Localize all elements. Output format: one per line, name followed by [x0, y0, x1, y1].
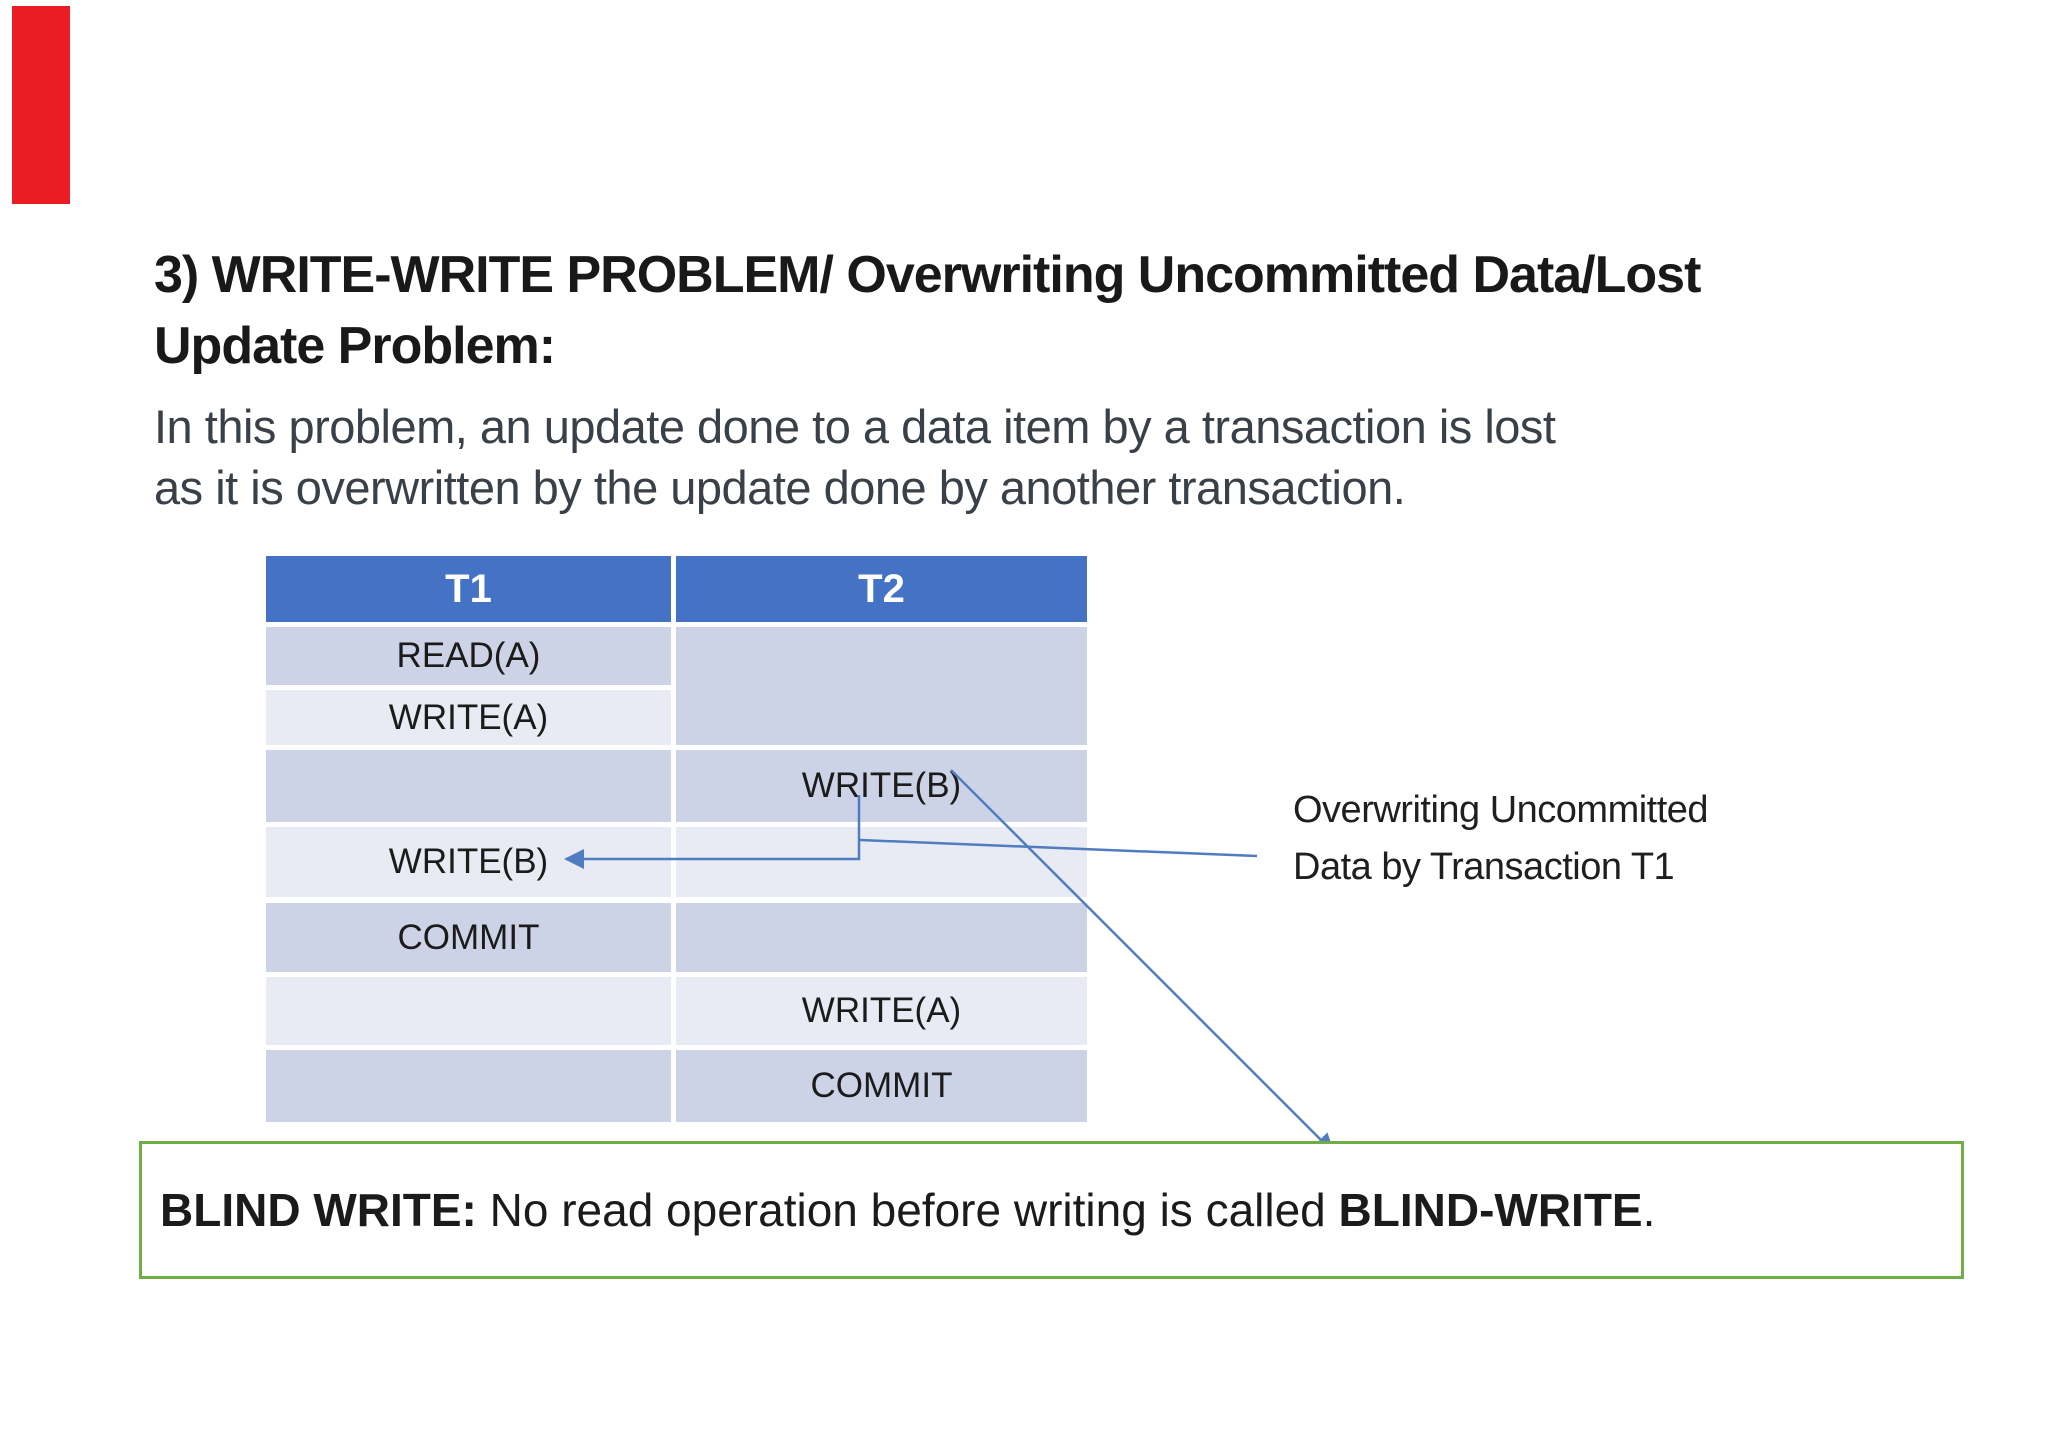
- table-header-t1: T1: [266, 556, 671, 622]
- annotation-line-2: Data by Transaction T1: [1293, 846, 1675, 888]
- note-tail: .: [1642, 1184, 1656, 1236]
- blind-write-note-box: BLIND WRITE: No read operation before wr…: [139, 1141, 1964, 1279]
- cell-t1-empty-row7: [266, 1050, 671, 1122]
- cell-t1-empty-row6: [266, 977, 671, 1045]
- cell-t1-commit: COMMIT: [266, 903, 671, 972]
- table-header-t2: T2: [676, 556, 1087, 622]
- title-line-1: 3) WRITE-WRITE PROBLEM/ Overwriting Unco…: [154, 246, 1701, 304]
- page-title: 3) WRITE-WRITE PROBLEM/ Overwriting Unco…: [154, 240, 1701, 382]
- cell-t1-write-b: WRITE(B): [266, 827, 671, 897]
- cell-t2-empty-row5: [676, 903, 1087, 972]
- cell-t2-write-b: WRITE(B): [676, 750, 1087, 822]
- note-body: No read operation before writing is call…: [476, 1184, 1339, 1236]
- cell-t1-read-a: READ(A): [266, 627, 671, 685]
- cell-t2-empty-row4: [676, 827, 1087, 897]
- intro-line-2: as it is overwritten by the update done …: [154, 461, 1406, 514]
- cell-t2-commit: COMMIT: [676, 1050, 1087, 1122]
- note-term-bold: BLIND-WRITE: [1338, 1184, 1643, 1236]
- annotation-text: Overwriting Uncommitted Data by Transact…: [1293, 782, 1709, 896]
- cell-t1-write-a: WRITE(A): [266, 690, 671, 745]
- annotation-line-1: Overwriting Uncommitted: [1293, 789, 1709, 831]
- intro-paragraph: In this problem, an update done to a dat…: [154, 396, 1556, 518]
- red-marker-bar: [12, 6, 70, 204]
- cell-t1-empty-row3: [266, 750, 671, 822]
- title-line-2: Update Problem:: [154, 317, 556, 375]
- cell-t2-merged-empty: [676, 627, 1087, 745]
- note-lead-bold: BLIND WRITE:: [160, 1184, 477, 1236]
- note-text: BLIND WRITE: No read operation before wr…: [160, 1183, 1655, 1237]
- intro-line-1: In this problem, an update done to a dat…: [154, 400, 1556, 453]
- cell-t2-write-a: WRITE(A): [676, 977, 1087, 1045]
